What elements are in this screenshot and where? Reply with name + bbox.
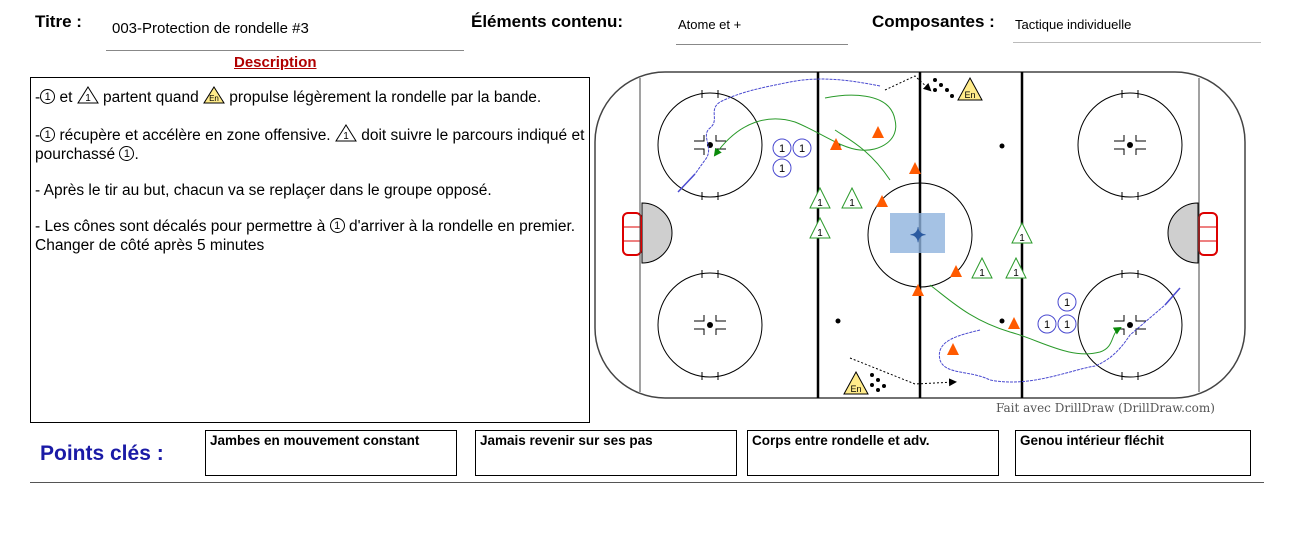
title-field: 003-Protection de rondelle #3	[106, 16, 464, 51]
key-point-2: Jamais revenir sur ses pas	[475, 430, 737, 476]
key-point-3: Corps entre rondelle et adv.	[747, 430, 999, 476]
coach-label: En	[850, 384, 861, 394]
goal-net-right	[1198, 212, 1218, 256]
rink-diagram: ✦ En En 1 1 1 1 1 1	[594, 71, 1246, 399]
attacker-number: 1	[779, 163, 785, 175]
description-paragraph-1: -1 et 1 partent quand En propulse légère…	[35, 86, 585, 107]
defender-path-2	[834, 129, 891, 181]
desc-text: .	[134, 146, 139, 163]
player-circle-icon: 1	[40, 127, 56, 142]
desc-text: propulse légèrement la rondelle par la b…	[225, 89, 542, 106]
description-paragraph-3: - Après le tir au but, chacun va se repl…	[35, 182, 492, 199]
coach-pass-top	[884, 75, 932, 92]
cone	[912, 284, 924, 296]
goal-net-left	[622, 212, 642, 256]
elements-label: Éléments contenu:	[471, 12, 624, 31]
defender-number: 1	[979, 268, 985, 279]
description-paragraph-2: -1 récupère et accélère en zone offensiv…	[35, 124, 585, 164]
cone	[909, 162, 921, 174]
puck-pile-top	[933, 78, 954, 98]
key-point-1: Jambes en mouvement constant	[205, 430, 457, 476]
desc-text: partent quand	[98, 89, 203, 106]
faceoff-circles	[657, 90, 1183, 380]
player-triangle-icon: 1	[335, 124, 357, 142]
defender-number: 1	[817, 198, 823, 209]
attacker-number: 1	[1044, 319, 1050, 331]
key-points-label: Points clés :	[40, 442, 164, 465]
shot-arrow-right	[1164, 287, 1181, 306]
key-point-4: Genou intérieur fléchit	[1015, 430, 1251, 476]
desc-text: et	[55, 89, 77, 106]
goal-crease-left	[641, 202, 673, 264]
desc-text: d'arriver à la rondelle en premier. Chan…	[35, 218, 576, 254]
attacker-group-right: 1 1 1	[1037, 292, 1077, 334]
drilldraw-credit: Fait avec DrillDraw (DrillDraw.com)	[996, 401, 1215, 415]
desc-text: -	[35, 127, 41, 144]
attacker-number: 1	[779, 143, 785, 155]
coach-label: En	[209, 94, 219, 103]
attacker-number: 1	[1064, 297, 1070, 309]
player-triangle-number: 1	[85, 93, 91, 104]
description-box: -1 et 1 partent quand En propulse légère…	[30, 77, 590, 423]
cone	[872, 126, 884, 138]
desc-text: -	[35, 89, 41, 106]
defender-number: 1	[849, 198, 855, 209]
defender-number: 1	[817, 228, 823, 239]
desc-text: doit suivre le parcours indiqué et pourc…	[35, 127, 585, 163]
coach-triangle-icon: En	[203, 86, 225, 104]
svg-text:✦: ✦	[910, 225, 927, 247]
player-triangle-number: 1	[343, 131, 349, 142]
attacker-path-2	[938, 304, 1166, 383]
cones	[830, 126, 1020, 355]
coach-pass-bottom	[849, 357, 957, 387]
player-triangle-icon: 1	[76, 86, 99, 104]
defender-group-right: 1 1 1	[971, 221, 1033, 279]
elements-value: Atome et +	[678, 17, 742, 32]
attacker-number: 1	[799, 143, 805, 155]
elements-field: Atome et +	[676, 14, 848, 45]
attacker-path-1	[694, 78, 881, 175]
shot-arrow-left	[677, 173, 696, 193]
defender-group-left: 1 1 1	[809, 186, 863, 239]
attacker-number: 1	[1064, 319, 1070, 331]
description-heading: Description	[234, 54, 317, 71]
description-paragraph-4: - Les cônes sont décalés pour permettre …	[35, 217, 585, 255]
cone	[947, 343, 959, 355]
components-value: Tactique individuelle	[1015, 17, 1132, 32]
cone	[876, 195, 888, 207]
coach-triangle-bottom: En	[843, 370, 869, 395]
title-value: 003-Protection de rondelle #3	[112, 20, 309, 37]
defender-number: 1	[1019, 233, 1025, 244]
puck-pile-bottom	[870, 373, 886, 392]
defender-path-3	[929, 284, 1122, 355]
desc-text: - Les cônes sont décalés pour permettre …	[35, 218, 330, 235]
defender-number: 1	[1013, 268, 1019, 279]
title-label: Titre :	[35, 12, 82, 31]
components-field: Tactique individuelle	[1013, 14, 1261, 43]
desc-text: récupère et accélère en zone offensive.	[55, 127, 335, 144]
coach-triangle-top: En	[957, 76, 983, 101]
goal-crease-right	[1167, 202, 1199, 264]
cone	[830, 138, 842, 150]
player-circle-icon: 1	[119, 146, 135, 161]
components-label: Composantes :	[872, 12, 995, 31]
coach-label: En	[964, 90, 975, 100]
bottom-divider	[30, 482, 1264, 483]
center-logo-image: ✦	[890, 213, 945, 253]
player-circle-icon: 1	[40, 89, 56, 104]
cone	[1008, 317, 1020, 329]
defender-path-1	[713, 94, 897, 157]
attacker-group-left: 1 1 1	[772, 138, 812, 178]
cone	[950, 265, 962, 277]
player-circle-icon: 1	[329, 218, 345, 233]
